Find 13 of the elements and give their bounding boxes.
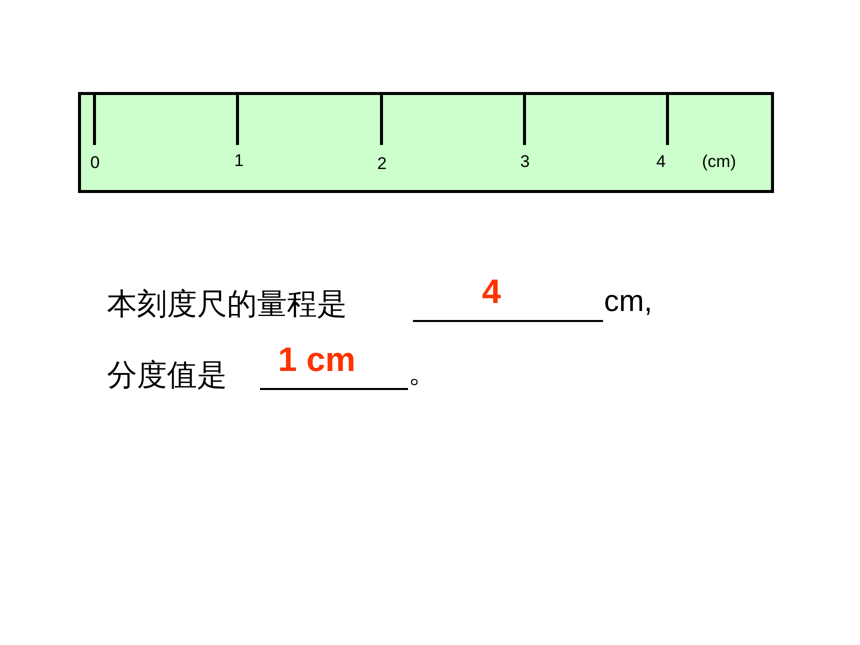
tick-label: 2 — [377, 154, 387, 174]
answer-text: 1 cm — [278, 341, 356, 380]
tick-label: 4 — [656, 152, 666, 172]
unit-label: (cm) — [702, 152, 736, 172]
answer-text: 4 — [482, 273, 501, 312]
question-text: cm, — [604, 285, 652, 319]
question-text: 。 — [408, 354, 438, 392]
tick-label: 1 — [234, 151, 244, 171]
ruler — [78, 92, 774, 193]
question-text: 分度值是 — [107, 357, 227, 395]
tick-label: 0 — [90, 153, 100, 173]
question-text: 本刻度尺的量程是 — [107, 286, 347, 324]
tick-label: 3 — [520, 152, 530, 172]
